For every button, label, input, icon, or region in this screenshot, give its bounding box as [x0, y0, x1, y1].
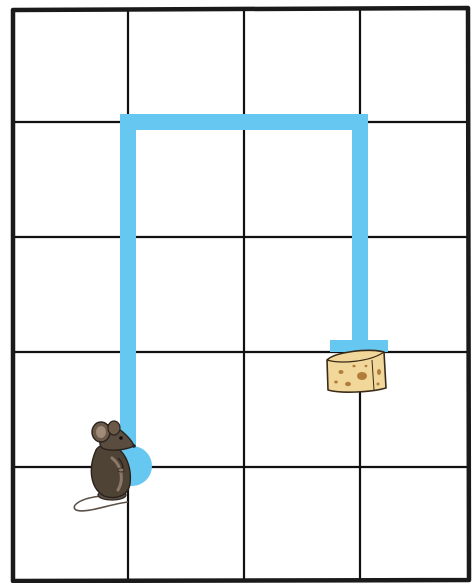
cheese-icon — [327, 350, 386, 392]
maze-path — [112, 122, 388, 486]
grid-lines — [14, 10, 468, 580]
grid-frame — [13, 8, 469, 581]
